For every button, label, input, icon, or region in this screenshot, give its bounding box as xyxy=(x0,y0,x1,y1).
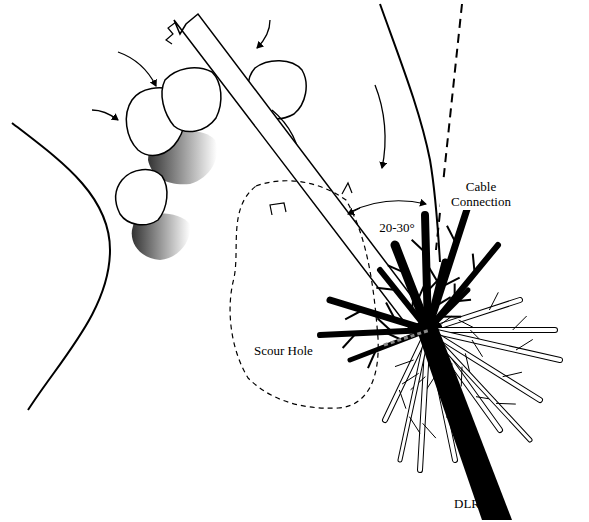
log-trunk xyxy=(174,14,428,332)
log-base xyxy=(415,312,512,520)
angle-arc xyxy=(350,201,426,212)
region-label: Scour Hole xyxy=(254,343,313,358)
leader-line xyxy=(436,316,452,328)
black-roots xyxy=(320,200,498,368)
scour-hole-region: Scour Hole xyxy=(228,178,380,410)
scour-hole-outline xyxy=(228,178,380,410)
cable-connection-label: Cable Connection xyxy=(440,178,522,210)
cable xyxy=(384,330,430,345)
left-bank xyxy=(12,123,110,410)
reference-line xyxy=(436,4,462,250)
angle-label: 20-30° xyxy=(372,220,422,235)
dlr-label: DLR xyxy=(452,496,482,511)
